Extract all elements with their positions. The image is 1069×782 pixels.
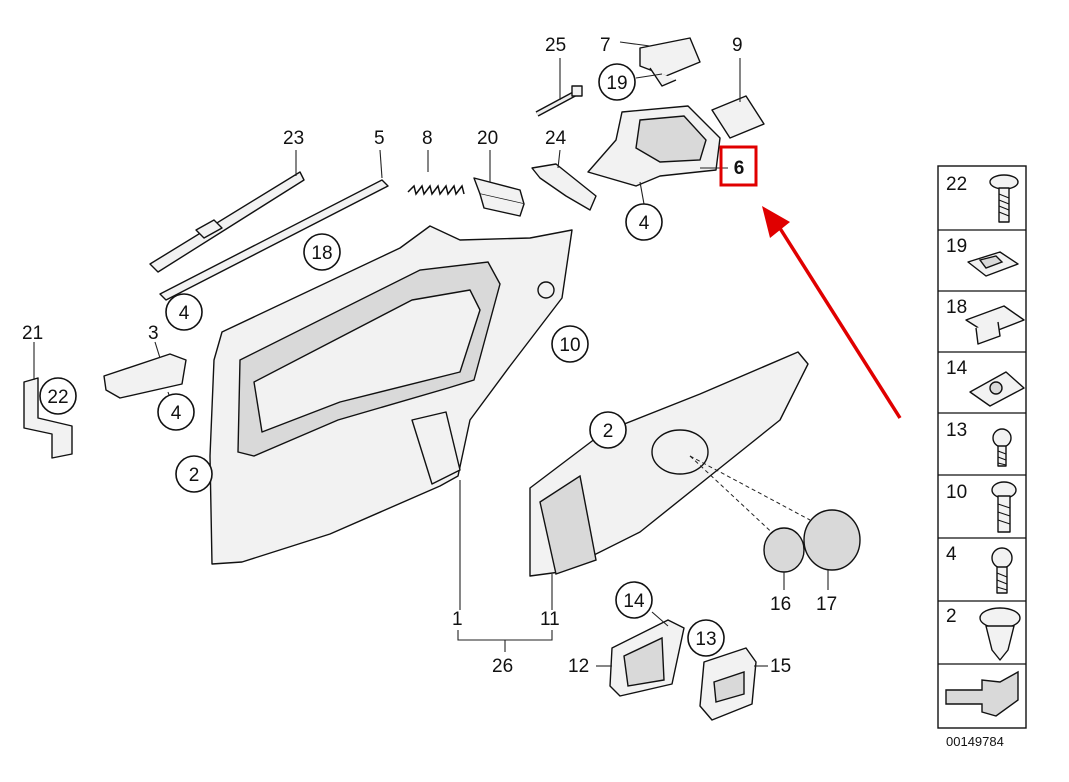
callout-18-circle: 18 <box>303 233 341 271</box>
fastener-legend: 22 19 18 14 13 10 <box>937 165 1027 729</box>
callout-14-circle: 14 <box>615 581 653 619</box>
part-11-panel <box>529 351 811 610</box>
callout-4a-circle: 4 <box>165 293 203 331</box>
legend-item-19: 19 <box>946 236 967 257</box>
bracket-1-11-26 <box>457 630 553 652</box>
part-20-clip <box>473 150 525 217</box>
red-arrow-icon <box>762 206 902 419</box>
legend-item-2: 2 <box>946 606 957 627</box>
callout-5: 5 <box>374 128 385 149</box>
callout-3: 3 <box>148 323 159 344</box>
screw-22-icon <box>989 174 1019 223</box>
callout-13: 13 <box>695 629 716 650</box>
callout-2: 2 <box>189 465 200 486</box>
bolt-10-icon <box>991 481 1017 533</box>
diagram-number: 00149784 <box>946 734 1004 749</box>
callout-22-circle: 22 <box>39 377 77 415</box>
part-1-panel <box>209 225 573 610</box>
legend-item-18: 18 <box>946 297 967 318</box>
callout-6: 6 <box>734 158 745 179</box>
callout-4b-circle: 4 <box>157 393 195 431</box>
fastener-arrow-icon <box>945 670 1019 717</box>
callout-18: 18 <box>311 243 332 264</box>
clip-2-icon <box>979 607 1021 661</box>
callout-2a-circle: 2 <box>175 455 213 493</box>
part-16-grille <box>763 527 805 590</box>
callout-24: 24 <box>545 128 567 149</box>
callout-23: 23 <box>283 128 304 149</box>
callout-12: 12 <box>568 656 589 677</box>
part-9-cap <box>711 58 765 139</box>
clip-18-icon <box>965 305 1025 345</box>
part-5-strip <box>159 149 389 301</box>
legend-item-4: 4 <box>946 544 957 565</box>
legend-item-13: 13 <box>946 420 967 441</box>
part-12-handle <box>596 611 685 697</box>
clip-19-icon <box>967 251 1019 277</box>
part-21-bracket <box>23 342 73 459</box>
callout-9: 9 <box>732 35 743 56</box>
callout-10-circle: 10 <box>551 325 589 363</box>
callout-26: 26 <box>492 656 513 677</box>
callout-14: 14 <box>623 591 645 612</box>
nut-14-icon <box>969 371 1025 407</box>
part-15-cover <box>699 647 768 721</box>
legend-item-10: 10 <box>946 482 967 503</box>
part-8-spring <box>407 150 465 196</box>
part-7-bracket <box>619 37 701 87</box>
part-17-grille <box>803 509 861 590</box>
legend-item-14: 14 <box>946 358 968 379</box>
callout-1: 1 <box>452 609 463 630</box>
callout-2b-circle: 2 <box>589 411 627 449</box>
callout-16: 16 <box>770 594 791 615</box>
callout-4c-circle: 4 <box>625 203 663 241</box>
part-23-rail <box>149 150 305 273</box>
callout-10: 10 <box>559 335 580 356</box>
screw-4-icon <box>991 547 1013 594</box>
part-24-bracket <box>531 149 597 211</box>
callout-15: 15 <box>770 656 791 677</box>
callout-4: 4 <box>639 213 650 234</box>
callout-25: 25 <box>545 35 566 56</box>
callout-17: 17 <box>816 594 837 615</box>
callout-20: 20 <box>477 128 498 149</box>
highlight-box: 6 <box>719 145 758 187</box>
callout-7: 7 <box>600 35 611 56</box>
part-6-trim <box>587 105 728 205</box>
callout-4: 4 <box>171 403 182 424</box>
callout-19: 19 <box>606 73 627 94</box>
callout-8: 8 <box>422 128 433 149</box>
callout-22: 22 <box>47 387 68 408</box>
callout-21: 21 <box>22 323 43 344</box>
legend-item-22: 22 <box>946 174 967 195</box>
part-25-rod <box>535 58 583 117</box>
screw-13-icon <box>992 428 1012 467</box>
callout-11: 11 <box>540 609 560 630</box>
callout-19-circle: 19 <box>598 63 636 101</box>
callout-4: 4 <box>179 303 190 324</box>
callout-2: 2 <box>603 421 614 442</box>
callout-13-circle: 13 <box>687 619 725 657</box>
